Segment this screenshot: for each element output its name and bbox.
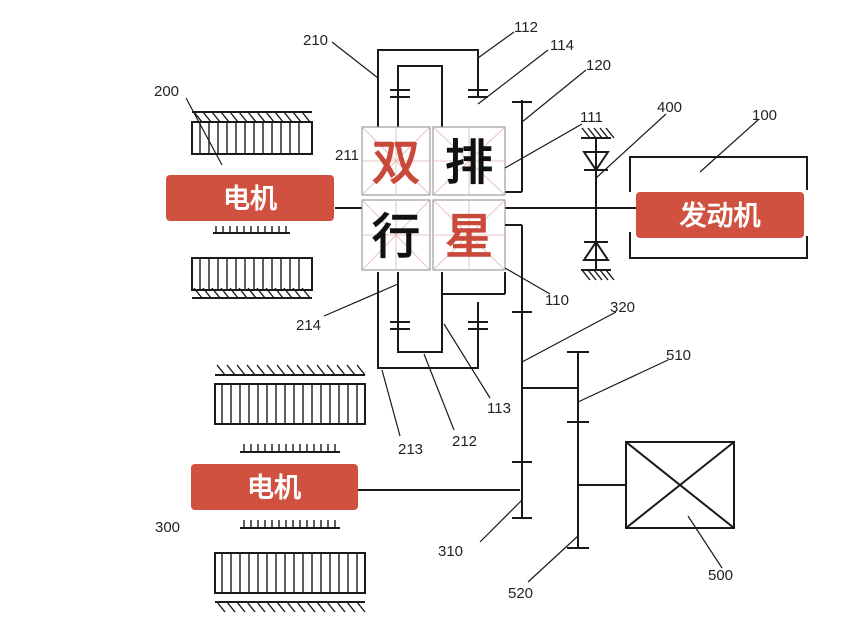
bottom-motor-stator-upper: [214, 364, 366, 425]
label-214: 214: [296, 317, 321, 334]
leader-lines: [185, 31, 759, 583]
title-char-1: 双: [372, 135, 420, 191]
top-motor-stator-lower: [191, 257, 313, 299]
label-300: 300: [155, 519, 180, 536]
engine-label: 发动机: [679, 200, 761, 232]
label-400: 400: [657, 99, 682, 116]
bottom-motor-stator-lower: [214, 552, 366, 613]
title-char-3: 行: [372, 209, 420, 265]
top-motor-badge: 电机: [166, 175, 334, 221]
engine-bracket: [629, 156, 808, 259]
bottom-motor-rotor: [240, 444, 340, 529]
bottom-motor-badge: 电机: [191, 464, 358, 510]
intermediate-shaft-510: [567, 351, 626, 549]
label-500: 500: [708, 567, 733, 584]
label-112: 112: [514, 19, 538, 36]
label-113: 113: [487, 400, 511, 417]
label-111: 111: [580, 109, 603, 126]
label-100: 100: [752, 107, 777, 124]
part-labels: 200 210 211 214 213 212 113 112 114 120 …: [154, 19, 777, 602]
label-213: 213: [398, 441, 423, 458]
label-211: 211: [335, 147, 359, 164]
label-210: 210: [303, 32, 328, 49]
title-char-4: 星: [445, 209, 493, 265]
label-320: 320: [610, 299, 635, 316]
differential-box: [625, 441, 735, 529]
label-212: 212: [452, 433, 477, 450]
top-motor-badge-bg: [166, 175, 334, 221]
top-motor-stator-upper: [191, 111, 313, 155]
label-120: 120: [586, 57, 611, 74]
ring-gear-120: [505, 100, 532, 193]
top-motor-rotor: [213, 226, 290, 234]
engine-badge-bg: [636, 192, 804, 238]
label-510: 510: [666, 347, 691, 364]
output-shaft-320: [505, 224, 578, 519]
label-114: 114: [550, 37, 574, 54]
engine-badge: 发动机: [636, 192, 804, 238]
label-110: 110: [545, 292, 569, 309]
top-motor-label: 电机: [223, 184, 277, 215]
title-char-2: 排: [445, 135, 493, 191]
bottom-motor-label: 电机: [247, 473, 301, 504]
label-310: 310: [438, 543, 463, 560]
title-tiles: 双 排 行 星: [361, 126, 506, 271]
label-520: 520: [508, 585, 533, 602]
planet-gears: [390, 89, 488, 330]
label-200: 200: [154, 83, 179, 100]
one-way-clutch: [581, 127, 615, 281]
bottom-motor-badge-bg: [191, 464, 358, 510]
